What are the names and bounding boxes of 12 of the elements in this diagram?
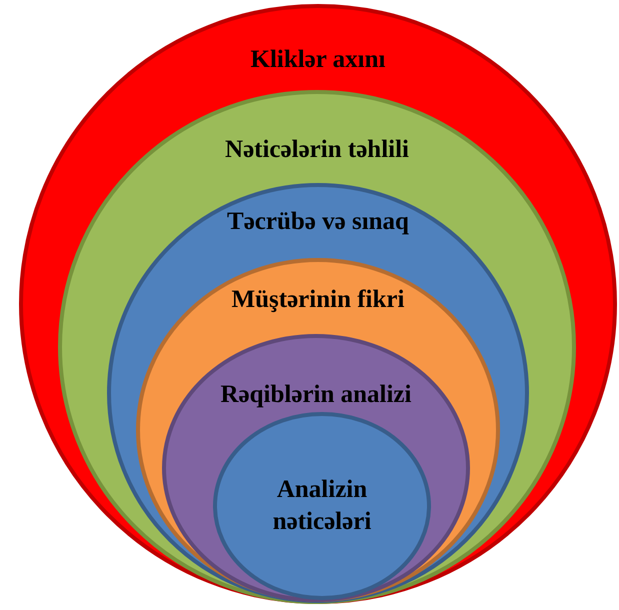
circle-label: Rəqiblərin analizi [220, 380, 412, 410]
circle-shape [19, 4, 617, 604]
circle-shape [136, 258, 500, 602]
circle-label: Müştərinin fikri [232, 284, 404, 315]
circle-shape [58, 90, 576, 604]
circle-label: Nəticələrin təhlili [225, 134, 409, 165]
circle-label: Analizin nəticələri [272, 474, 372, 537]
circle-shape [213, 412, 431, 600]
circle-label: Kliklər axını [250, 44, 386, 75]
circle-label: Təcrübə və sınaq [227, 206, 409, 237]
circle-shape [162, 334, 470, 602]
circle-shape [107, 183, 529, 603]
